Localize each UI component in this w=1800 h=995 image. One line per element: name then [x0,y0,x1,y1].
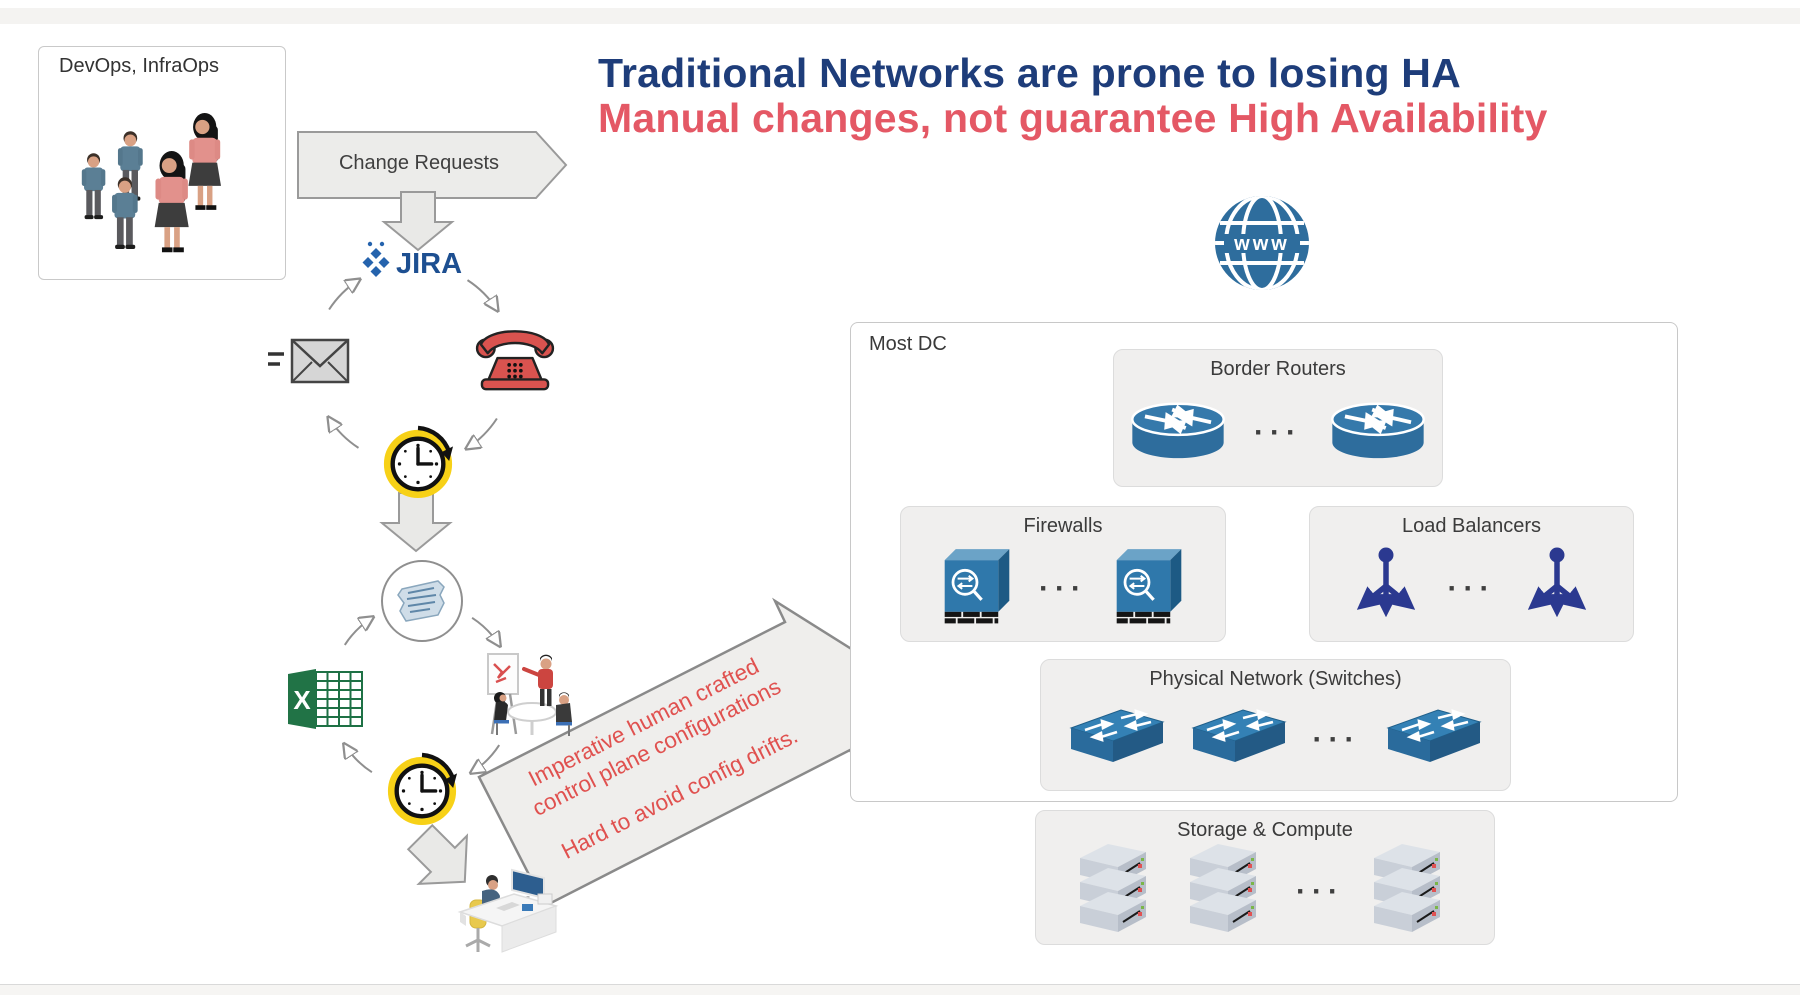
devops-box-label: DevOps, InfraOps [59,55,220,77]
meeting-icon [487,653,572,736]
load-balancers-panel: Load Balancers ··· [1309,506,1634,642]
down-right-arrow-icon [406,823,469,886]
clock-icon [383,425,454,499]
scroll-icon [381,560,463,642]
load-balancers-label: Load Balancers [1402,515,1541,537]
jira-label: JIRA [396,248,462,280]
www-globe-icon: www [1215,196,1309,290]
ellipsis: ··· [1039,571,1087,605]
excel-icon: X [288,669,363,729]
people-group-icon [81,113,221,253]
server-stack-icon [1079,843,1147,933]
router-icon [1331,402,1425,458]
devops-box: DevOps, InfraOps [38,46,286,280]
router-icon [1131,402,1225,458]
border-routers-panel: Border Routers ··· [1113,349,1443,487]
bottom-edge-strip [0,984,1800,995]
switch-icon [1190,708,1287,762]
storage-compute-label: Storage & Compute [1177,819,1353,841]
firewalls-panel: Firewalls ··· [900,506,1226,642]
clock-icon [387,752,458,826]
border-routers-label: Border Routers [1210,358,1346,380]
most-dc-label: Most DC [869,333,947,355]
ellipsis: ··· [1254,415,1302,449]
excel-x-label: X [293,685,311,715]
top-edge-strip [0,8,1800,24]
ellipsis: ··· [1296,875,1344,908]
most-dc-box: Most DC Border Routers ··· [850,322,1678,802]
jira-logo-icon: JIRA [362,241,462,280]
down-arrow-icon [379,492,453,553]
page-title: Traditional Networks are prone to losing… [598,50,1461,96]
down-arrow-icon [381,191,455,252]
email-icon [268,338,350,384]
firewall-icon [944,548,1010,623]
physical-network-label: Physical Network (Switches) [1149,668,1402,690]
cycle-2-arrows [345,618,499,772]
physical-network-panel: Physical Network (Switches) [1040,659,1511,791]
firewall-icon [1116,548,1182,623]
desk-worker-icon [457,868,559,953]
load-balancer-icon [1528,547,1587,617]
change-requests-banner [297,131,568,199]
ellipsis: ··· [1312,722,1361,756]
change-requests-label: Change Requests [338,152,500,174]
cycle-1-arrows [329,280,497,448]
server-stack-icon [1189,843,1257,933]
page-subtitle: Manual changes, not guarantee High Avail… [598,95,1548,141]
switch-icon [1068,708,1165,762]
storage-compute-panel: Storage & Compute [1035,810,1495,945]
firewalls-label: Firewalls [1023,515,1103,537]
www-label: www [1233,233,1290,255]
phone-icon [475,330,555,391]
server-stack-icon [1372,843,1441,933]
ellipsis: ··· [1447,571,1496,605]
switch-icon [1386,708,1483,762]
load-balancer-icon [1356,547,1415,617]
